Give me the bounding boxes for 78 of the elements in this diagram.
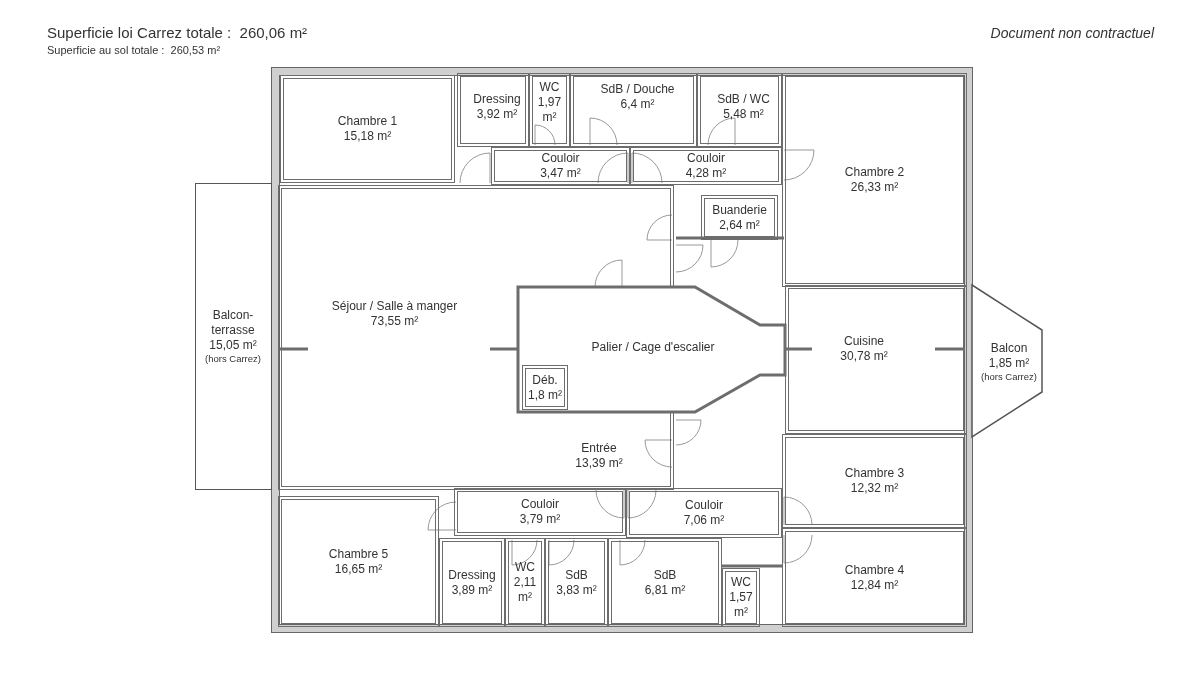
room-name: WC [539, 79, 560, 95]
room-area: 3,47 m² [540, 166, 581, 181]
landing-outline [518, 287, 785, 412]
room-outline [626, 488, 782, 538]
room-outline [505, 538, 545, 627]
room-outline [608, 538, 722, 627]
room-outline [454, 488, 626, 536]
total-area-note: Superficie au sol totale : 260,53 m² [47, 44, 221, 56]
balcony-outline [195, 183, 272, 490]
room-name: Balcon [990, 340, 1028, 356]
room-area: 6,81 m² [644, 582, 686, 598]
room-name: Couloir [685, 498, 723, 513]
room-name: Couloir [541, 151, 580, 166]
room-area: 2,64 m² [719, 217, 760, 233]
room-outline [701, 195, 778, 240]
room-area: 1,8 m² [528, 387, 562, 403]
room-outline [439, 538, 505, 627]
room-area: 13,39 m² [575, 456, 623, 471]
room-area: 30,78 m² [840, 349, 888, 364]
room-area: 3,92 m² [476, 107, 518, 122]
room-outline [722, 568, 760, 627]
room-area: 5,48 m² [723, 107, 764, 122]
room-name: Buanderie [712, 202, 767, 218]
room-area: 1,97 m² [533, 94, 566, 125]
room-name: Balcon-terrasse [210, 308, 256, 338]
room-outline [529, 73, 570, 147]
room-name: WC [515, 560, 535, 575]
room-area: 6,4 m² [620, 97, 655, 112]
room-outline [697, 73, 782, 147]
room-name: WC [731, 575, 751, 590]
room-name: Chambre 4 [844, 562, 905, 578]
total-area-note: Superficie loi Carrez totale : 260,06 m² [47, 24, 308, 41]
room-outline [630, 147, 782, 185]
area-note: (hors Carrez) [205, 353, 261, 364]
room-area: 12,84 m² [850, 577, 899, 593]
room-outline [782, 434, 967, 528]
room-name: Déb. [532, 372, 558, 388]
room-outline [491, 147, 630, 185]
room-name: Chambre 2 [844, 165, 905, 180]
room-area: 3,83 m² [556, 582, 597, 598]
disclaimer-note: Document non contractuel [990, 25, 1154, 41]
room-name: Couloir [521, 497, 559, 512]
room-outline [545, 538, 608, 627]
room-outline [522, 365, 568, 410]
room-outline [782, 73, 967, 287]
room-name: Palier / Cage d'escalier [591, 339, 715, 355]
room-name: Chambre 1 [337, 114, 398, 129]
room-name: SdB / Douche [600, 82, 675, 97]
room-area: 7,06 m² [683, 513, 725, 528]
room-name: Dressing [448, 567, 496, 583]
room-name: Dressing [473, 92, 521, 107]
room-name: Chambre 3 [844, 466, 905, 481]
room-area: 16,65 m² [334, 561, 383, 577]
room-name: SdB [565, 567, 588, 583]
room-name: SdB / WC [717, 92, 770, 107]
room-area: 15,18 m² [343, 129, 392, 144]
room-area: 15,05 m² [209, 338, 257, 353]
room-name: Chambre 5 [328, 546, 389, 562]
room-outline [278, 496, 439, 627]
room-area: 3,89 m² [451, 582, 493, 598]
room-area: 1,57 m² [726, 590, 756, 620]
room-area: 2,11 m² [509, 575, 541, 605]
room-name: Entrée [581, 441, 617, 456]
room-area: 73,55 m² [370, 314, 419, 329]
room-name: Cuisine [844, 334, 884, 349]
room-outline [280, 75, 455, 183]
room-name: Séjour / Salle à manger [331, 299, 458, 314]
room-outline [570, 73, 697, 147]
room-area: 1,85 m² [988, 355, 1030, 371]
room-area: 3,79 m² [519, 512, 561, 527]
room-area: 12,32 m² [850, 481, 899, 496]
room-area: 26,33 m² [850, 180, 899, 195]
room-name: SdB [653, 567, 677, 583]
area-note: (hors Carrez) [981, 370, 1037, 382]
room-name: Couloir [687, 151, 725, 166]
room-area: 4,28 m² [685, 166, 727, 181]
room-outline [782, 528, 967, 627]
room-outline [457, 73, 529, 147]
